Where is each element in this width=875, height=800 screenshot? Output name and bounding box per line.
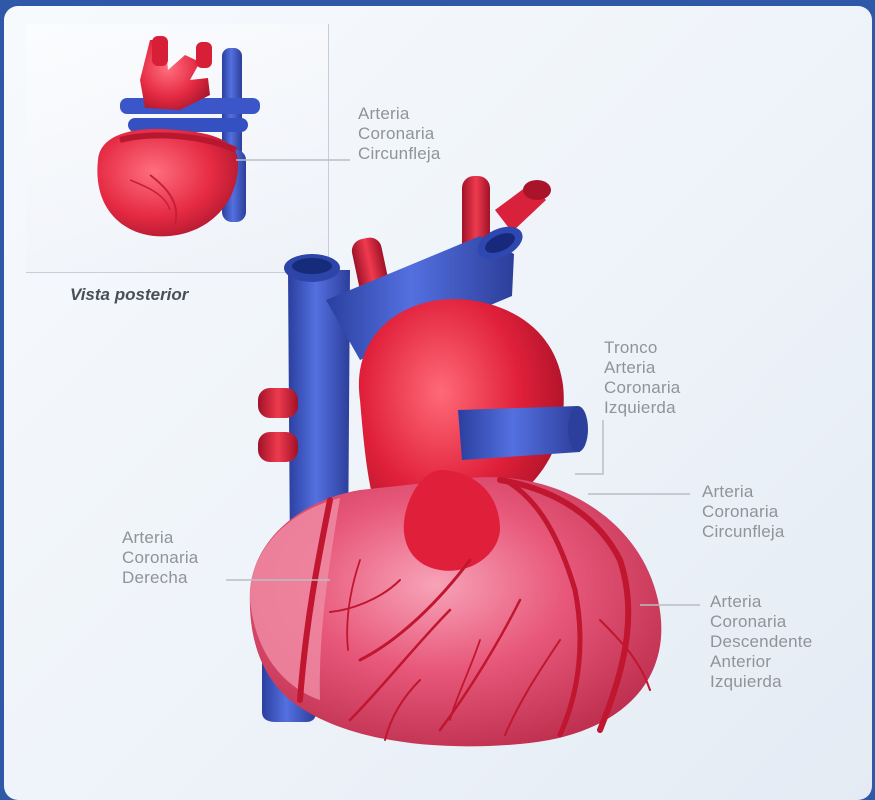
inset-caption: Vista posterior xyxy=(70,285,188,305)
posterior-heart xyxy=(97,36,260,236)
main-heart xyxy=(250,176,662,746)
